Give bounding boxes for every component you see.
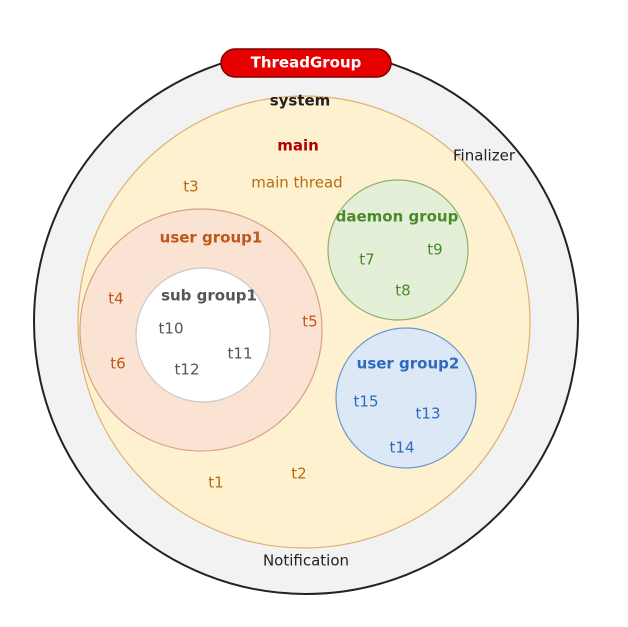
sub-group1-label: sub group1 (161, 287, 257, 305)
user-group1-label: user group1 (160, 229, 263, 247)
user-group2-circle (335, 327, 477, 469)
thread-t11: t11 (228, 345, 253, 363)
thread-t10: t10 (159, 320, 184, 338)
thread-t6: t6 (110, 355, 125, 373)
daemon-group-label: daemon group (336, 208, 459, 226)
finalizer-label: Finalizer (453, 147, 516, 165)
sub-group1-circle (135, 267, 271, 403)
system-label: system (270, 92, 331, 110)
daemon-group-circle (327, 179, 469, 321)
main-label: main (277, 137, 319, 155)
threadgroup-badge: ThreadGroup (220, 48, 392, 78)
threadgroup-badge-label: ThreadGroup (251, 54, 362, 72)
thread-t7: t7 (359, 251, 374, 269)
thread-t1: t1 (208, 474, 223, 492)
thread-t15: t15 (354, 393, 379, 411)
thread-t13: t13 (416, 405, 441, 423)
thread-t9: t9 (427, 241, 442, 259)
thread-t12: t12 (175, 361, 200, 379)
user-group2-label: user group2 (357, 355, 460, 373)
thread-t2: t2 (291, 465, 306, 483)
thread-t8: t8 (395, 282, 410, 300)
thread-t14: t14 (390, 439, 415, 457)
thread-t5: t5 (302, 313, 317, 331)
thread-t3: t3 (183, 178, 198, 196)
main-thread-label: main thread (251, 174, 342, 192)
notification-label: Notification (263, 552, 349, 570)
thread-t4: t4 (108, 290, 123, 308)
